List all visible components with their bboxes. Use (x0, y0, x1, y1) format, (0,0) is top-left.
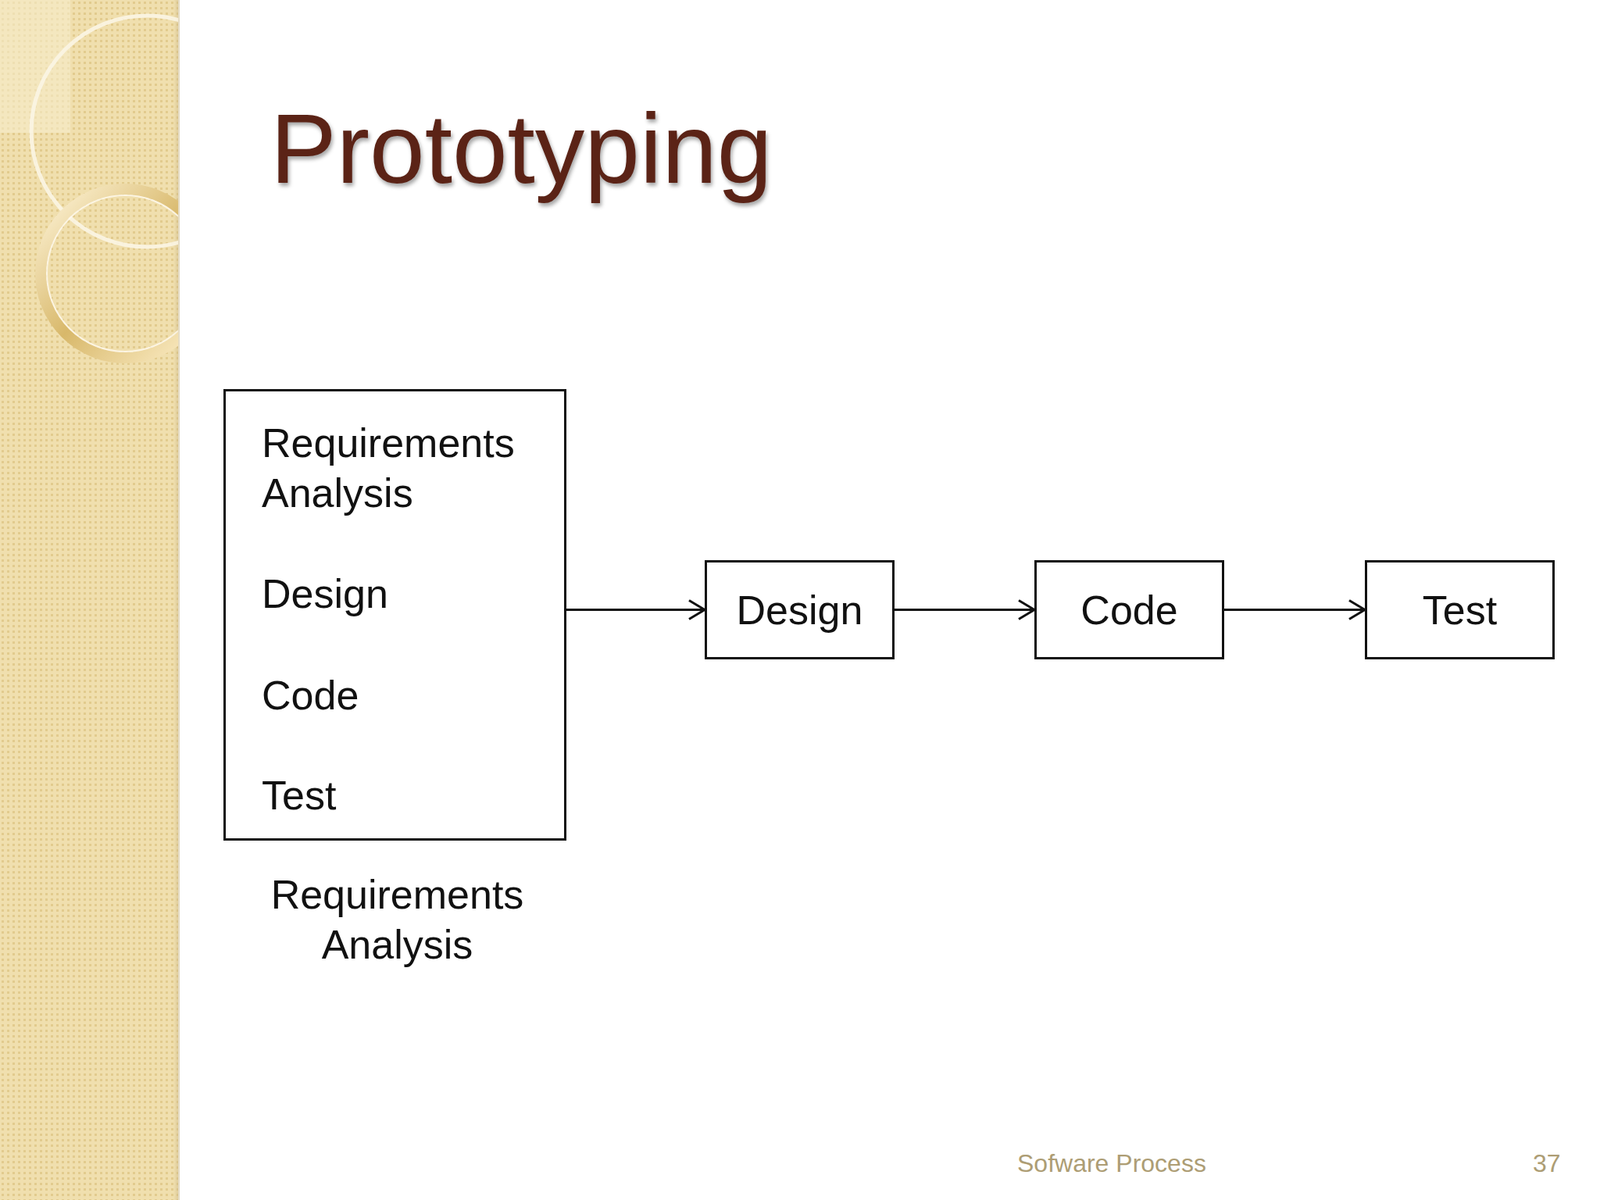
arrow-head (689, 600, 705, 620)
arrow-head (1349, 600, 1365, 620)
phase-text: Test (261, 770, 336, 821)
flow-arrow (894, 600, 1035, 620)
decor-rings (0, 0, 179, 407)
arrow-line (566, 608, 705, 611)
arrow-line (1224, 608, 1365, 611)
process-box: Test (1364, 560, 1555, 660)
phase-text: Requirements Analysis (261, 417, 543, 518)
flow-arrow (1224, 600, 1365, 620)
arrow-line (894, 608, 1035, 611)
phase-caption: Requirements Analysis (225, 869, 569, 970)
process-box: Code (1034, 560, 1225, 660)
sidebar-shade (173, 0, 180, 1200)
flow-arrow (566, 600, 705, 620)
process-box: Design (704, 560, 895, 660)
sidebar-band (0, 0, 179, 1200)
box-text: Design (736, 585, 864, 636)
phase-text: Design (261, 568, 389, 619)
box-text: Code (1080, 585, 1178, 636)
phase-text: Code (261, 670, 359, 721)
page-number: 37 (1532, 1147, 1561, 1179)
box-text: Test (1422, 585, 1497, 636)
phase-box: Requirements AnalysisDesignCodeTestRequi… (223, 389, 567, 841)
slide-title: Prototyping (270, 99, 772, 199)
footer-text: Sofware Process (1017, 1147, 1207, 1179)
arrow-head (1018, 600, 1035, 620)
